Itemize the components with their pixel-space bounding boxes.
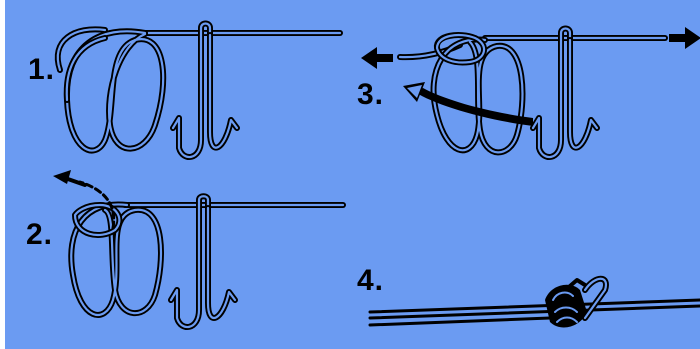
direction-arrow-up-left bbox=[53, 170, 87, 187]
line-coils bbox=[68, 201, 164, 318]
step-2-label: 2. bbox=[26, 218, 54, 251]
line-coils bbox=[430, 32, 526, 156]
step-1-label: 1. bbox=[28, 53, 56, 86]
direction-arrow-left bbox=[361, 47, 393, 69]
finished-knot bbox=[545, 275, 609, 328]
step-3-illustration bbox=[361, 25, 700, 160]
line-coils bbox=[63, 28, 167, 154]
fish-hook bbox=[170, 20, 240, 160]
fish-hook bbox=[168, 193, 238, 330]
step-4-label: 4. bbox=[357, 264, 385, 297]
step-3-label: 3. bbox=[357, 78, 385, 111]
diagram-artwork bbox=[53, 20, 700, 330]
curved-direction-arrow bbox=[403, 82, 533, 126]
step-2-illustration bbox=[53, 170, 346, 330]
step-1-illustration bbox=[54, 20, 343, 160]
direction-arrow-right bbox=[669, 27, 700, 49]
fishing-line-doubled bbox=[368, 298, 700, 327]
fish-hook bbox=[530, 25, 600, 160]
step-4-illustration bbox=[368, 275, 700, 328]
tag-end bbox=[54, 26, 108, 73]
